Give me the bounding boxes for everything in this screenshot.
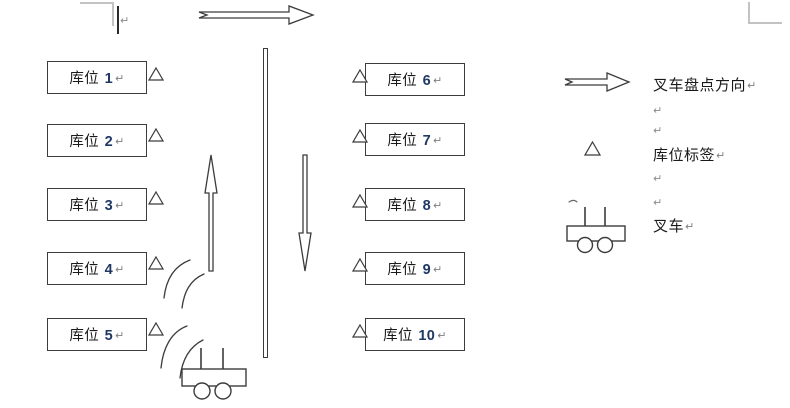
slot-box-3-label: 库位 3↵: [69, 198, 125, 214]
slot-box-9[interactable]: 库位 9↵: [365, 252, 465, 285]
legend-triangle-tag-icon: [583, 140, 602, 162]
legend-direction-arrow-icon: [563, 70, 631, 99]
slot-tag-triangle-6: [351, 68, 369, 89]
slot-box-1[interactable]: 库位 1↵: [47, 61, 147, 94]
legend-empty-paragraph-4: ↵: [653, 197, 663, 209]
slot-box-4[interactable]: 库位 4↵: [47, 252, 147, 285]
legend-label-direction: 叉车盘点方向↵: [653, 77, 757, 94]
slot-tag-triangle-4: [147, 255, 165, 276]
slot-tag-triangle-8: [351, 193, 369, 214]
slot-box-2[interactable]: 库位 2↵: [47, 124, 147, 157]
legend-label-slot-tag: 库位标签↵: [653, 147, 726, 164]
forklift-vehicle[interactable]: [178, 344, 256, 408]
slot-box-4-label: 库位 4↵: [69, 262, 125, 278]
page-margin-corner-top-right: [748, 2, 782, 24]
central-aisle-wall: [263, 48, 268, 358]
slot-box-6-label: 库位 6↵: [387, 73, 443, 89]
slot-box-10[interactable]: 库位 10↵: [365, 318, 465, 351]
legend-label-forklift: 叉车↵: [653, 218, 695, 235]
slot-tag-triangle-5: [147, 321, 165, 342]
caret-pilcrow-mark: ↵: [120, 15, 130, 27]
scan-signal-waves-slot-4: [160, 258, 210, 315]
legend-empty-paragraph-3: ↵: [653, 173, 663, 185]
legend-forklift-icon: [563, 196, 635, 259]
slot-box-5[interactable]: 库位 5↵: [47, 318, 147, 351]
slot-box-9-label: 库位 9↵: [387, 262, 443, 278]
page-margin-corner-top-left: [80, 2, 114, 26]
slot-tag-triangle-3: [147, 190, 165, 211]
slot-tag-triangle-2: [147, 127, 165, 148]
slot-box-5-label: 库位 5↵: [69, 328, 125, 344]
legend-empty-paragraph-1: ↵: [653, 105, 663, 117]
scan-signal-waves-slot-5: [155, 324, 211, 385]
slot-box-6[interactable]: 库位 6↵: [365, 63, 465, 96]
slot-box-7[interactable]: 库位 7↵: [365, 123, 465, 156]
slot-tag-triangle-10: [351, 323, 369, 344]
slot-tag-triangle-9: [351, 257, 369, 278]
slot-box-7-label: 库位 7↵: [387, 133, 443, 149]
aisle-down-arrow: [293, 153, 317, 278]
slot-box-10-label: 库位 10↵: [383, 328, 447, 344]
top-route-arrow: [197, 0, 317, 35]
slot-box-2-label: 库位 2↵: [69, 134, 125, 150]
text-cursor[interactable]: [117, 6, 119, 34]
slot-box-8-label: 库位 8↵: [387, 198, 443, 214]
slot-tag-triangle-1: [147, 66, 165, 87]
legend-empty-paragraph-2: ↵: [653, 125, 663, 137]
slot-box-1-label: 库位 1↵: [69, 71, 125, 87]
slot-tag-triangle-7: [351, 128, 369, 149]
slot-box-3[interactable]: 库位 3↵: [47, 188, 147, 221]
aisle-up-arrow: [199, 153, 223, 278]
slot-box-8[interactable]: 库位 8↵: [365, 188, 465, 221]
